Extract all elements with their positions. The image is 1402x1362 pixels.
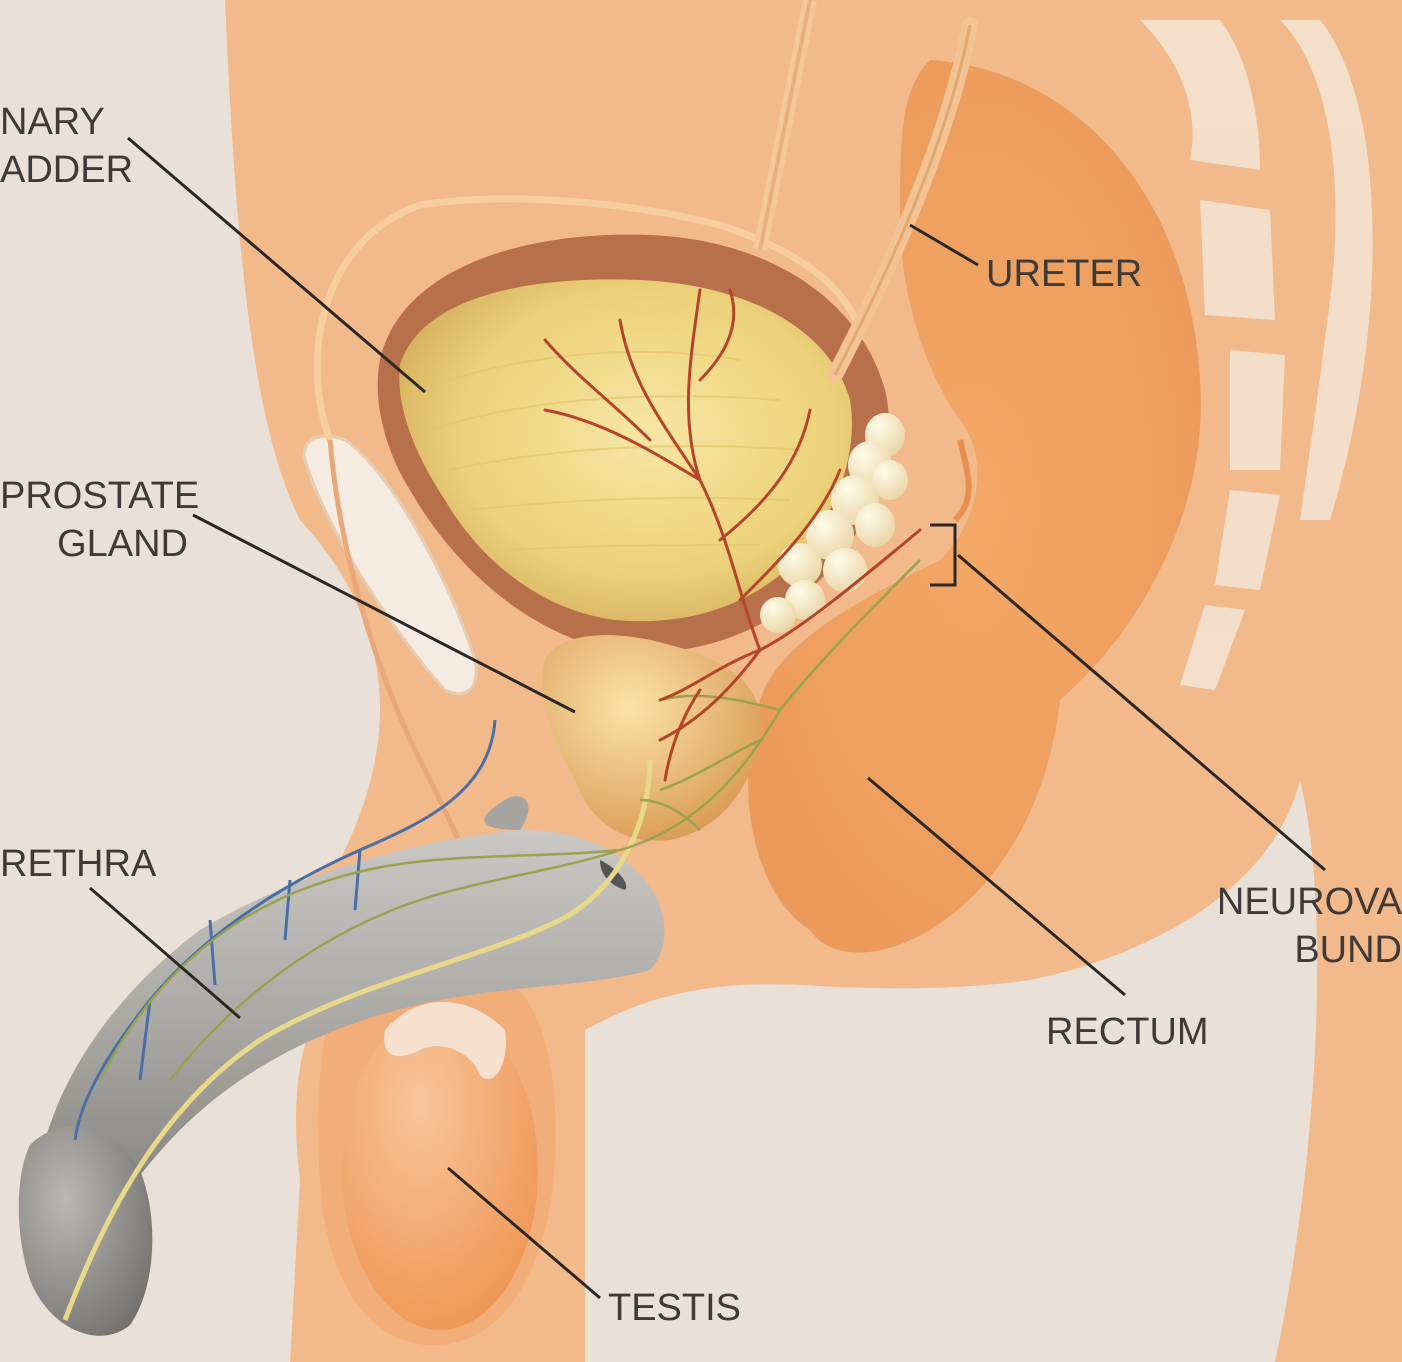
label-testis: TESTIS (608, 1284, 741, 1332)
label-prostate-line2: GLAND (0, 520, 188, 568)
testis-shape (342, 1010, 538, 1330)
label-prostate-line1: PROSTATE (0, 472, 188, 520)
label-bladder-line1: NARY (0, 98, 133, 146)
label-neurovascular-line2: BUND (1195, 926, 1402, 974)
label-ureter: URETER (986, 250, 1142, 298)
label-prostate-gland: PROSTATE GLAND (0, 472, 188, 568)
label-neurovascular-bundle: NEUROVA BUND (1195, 878, 1402, 974)
label-neurovascular-line1: NEUROVA (1195, 878, 1402, 926)
label-bladder-line2: ADDER (0, 146, 133, 194)
label-urinary-bladder: NARY ADDER (0, 98, 133, 194)
label-rectum: RECTUM (1046, 1008, 1209, 1056)
label-urethra: RETHRA (0, 840, 156, 888)
